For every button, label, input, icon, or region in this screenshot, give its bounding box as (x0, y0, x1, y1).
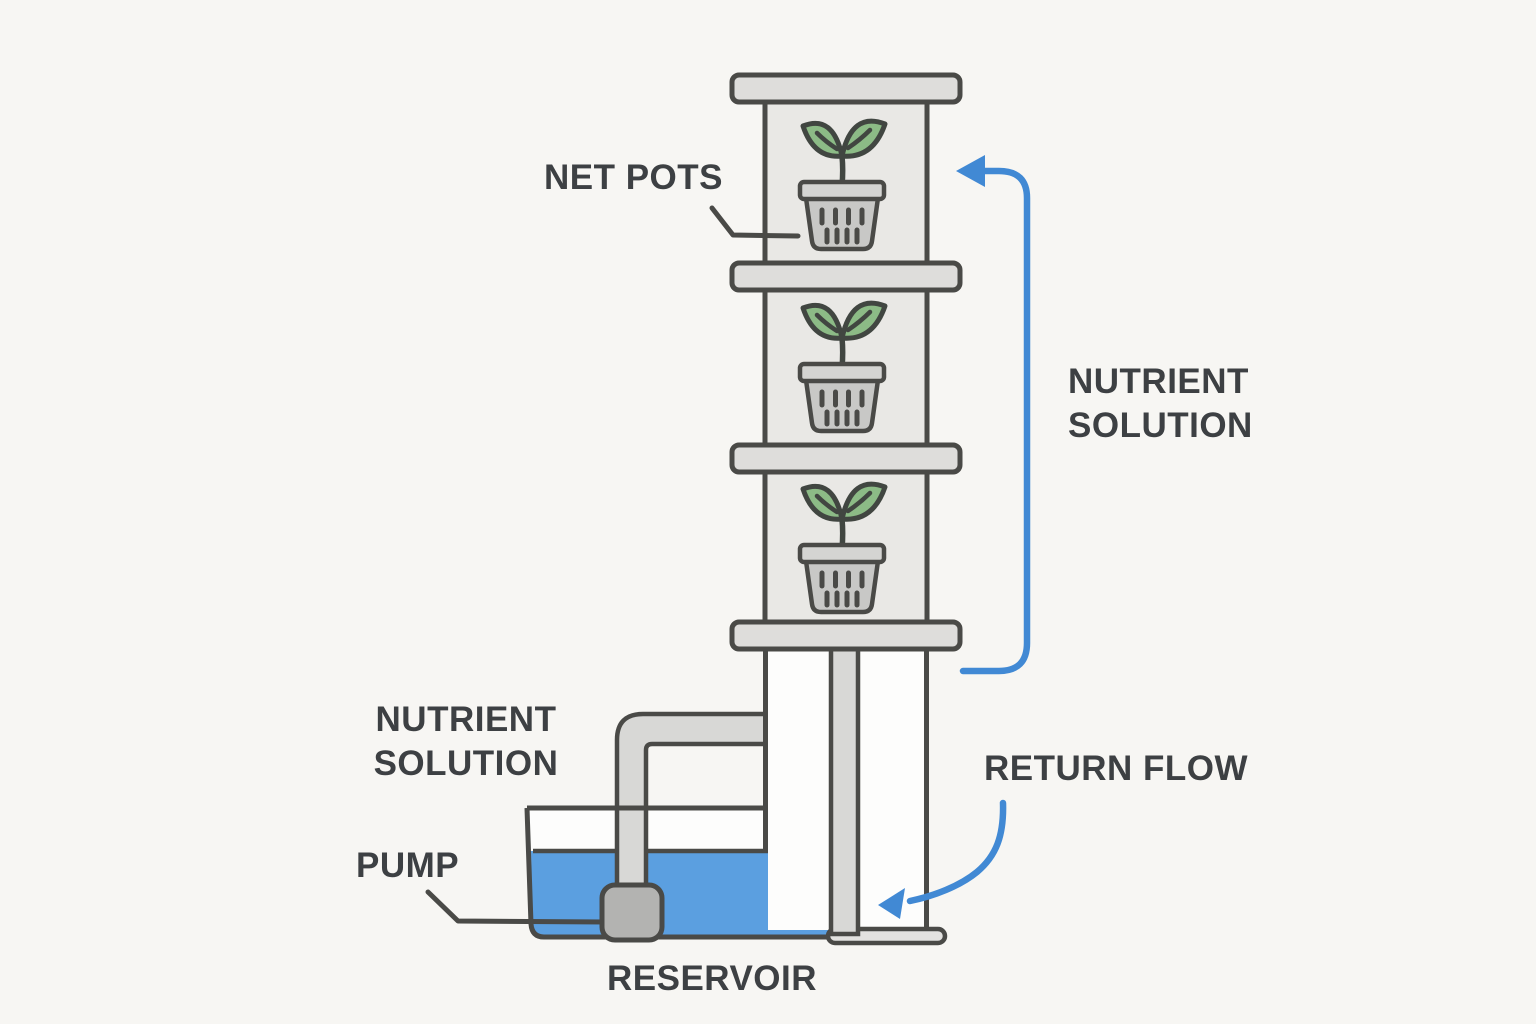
tower-shelf-2 (729, 442, 963, 475)
reservoir-label: RESERVOIR (606, 959, 818, 998)
arrowhead-return-icon (878, 888, 905, 919)
return-flow-label: RETURN FLOW (984, 749, 1249, 788)
nutrient-solution-left-label: NUTRIENT SOLUTION (373, 700, 567, 783)
tower-shelf-3 (729, 619, 963, 652)
nutrient-solution-right-label: NUTRIENT SOLUTION (1068, 362, 1260, 445)
net-pots-leader-line (709, 205, 801, 239)
net-pots-label: NET POTS (543, 158, 723, 197)
arrowhead-up-icon (956, 155, 985, 187)
tower (729, 72, 963, 946)
return-flow-arrow (878, 799, 1007, 919)
return-pipe (828, 646, 861, 937)
pump-leader-line (425, 889, 608, 925)
nutrient-flow-arrow (956, 155, 1031, 675)
pump-label: PUMP (356, 846, 460, 885)
tower-shelf-1 (729, 260, 963, 293)
tower-cap (729, 72, 963, 105)
pump-body (599, 882, 665, 943)
